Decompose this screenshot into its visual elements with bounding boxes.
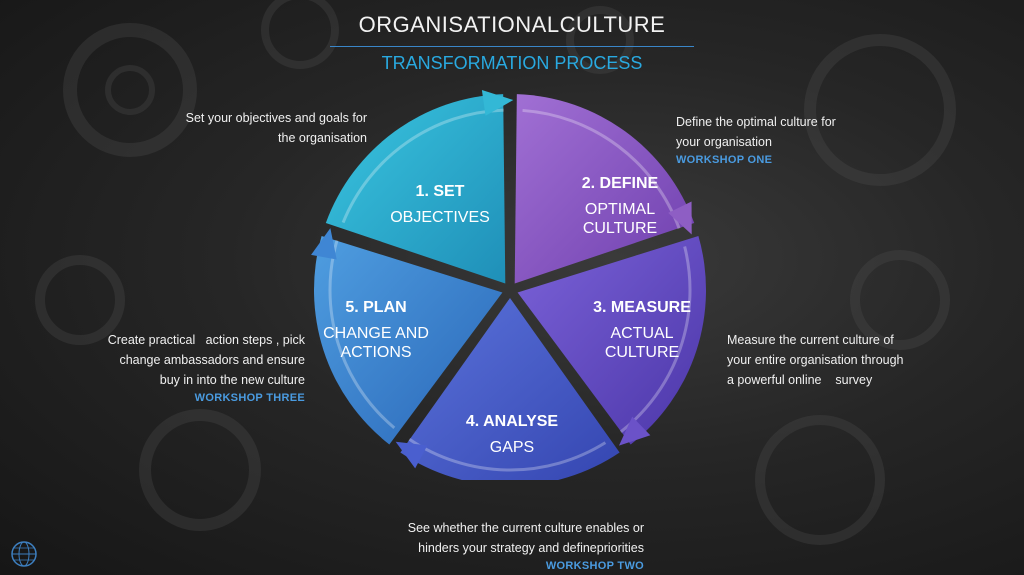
page-subtitle: TRANSFORMATION PROCESS — [381, 53, 643, 73]
note-measure-culture: Measure the current culture of your enti… — [727, 330, 904, 390]
note-line: Create practical action steps , pick — [107, 333, 305, 347]
step-description: GAPS — [490, 439, 534, 456]
note-line: hinders your strategy and defineprioriti… — [418, 541, 644, 555]
cycle-diagram: 1. SET OBJECTIVES 2. DEFINE OPTIMAL CULTURE 3… — [311, 89, 706, 480]
step-description: CULTURE — [605, 344, 679, 361]
cycle-arrow-arc — [408, 437, 607, 472]
step-title: 1. SET — [416, 183, 465, 200]
cycle-arrow-head — [311, 228, 337, 260]
step-description: CULTURE — [583, 220, 657, 237]
note-line: change ambassadors and ensure — [119, 353, 305, 367]
note-line: buy in into the new culture — [159, 373, 305, 387]
cycle-arrow-arc — [341, 108, 504, 224]
cycle-arrow-arc — [522, 108, 681, 229]
note-line: a powerful online survey — [727, 373, 873, 387]
note-define-culture: Define the optimal culture for your orga… — [676, 112, 836, 168]
workshop-label: WORKSHOP THREE — [194, 392, 305, 404]
note-plan-actions: Create practical action steps , pick cha… — [108, 330, 305, 406]
cycle-arrow-head — [481, 89, 514, 116]
globe-logo-icon — [11, 541, 37, 567]
cycle-segment-4 — [400, 298, 620, 480]
note-line: Measure the current culture of — [727, 333, 894, 347]
note-line: Set your objectives and goals for — [185, 111, 367, 125]
note-line: your organisation — [676, 135, 772, 149]
step-description: CHANGE AND — [323, 325, 429, 342]
note-set-objectives: Set your objectives and goals for the or… — [186, 108, 367, 148]
step-title: 3. MEASURE — [593, 299, 691, 316]
workshop-label: WORKSHOP TWO — [545, 560, 644, 572]
note-line: See whether the current culture enables … — [407, 521, 644, 535]
title-divider — [330, 46, 694, 47]
step-title: 5. PLAN — [345, 299, 406, 316]
step-title: 2. DEFINE — [582, 175, 659, 192]
note-analyse-gaps: See whether the current culture enables … — [404, 518, 644, 574]
note-line: the organisation — [278, 131, 367, 145]
cycle-segment-1 — [325, 94, 506, 284]
cycle-arrow-arc — [619, 246, 692, 434]
cycle-segment-5 — [314, 235, 503, 445]
step-description: OBJECTIVES — [390, 209, 490, 226]
step-description: OPTIMAL — [585, 201, 655, 218]
step-description: ACTUAL — [610, 325, 673, 342]
page-title: ORGANISATIONALCULTURE — [358, 12, 666, 37]
cycle-segment-2 — [514, 94, 695, 284]
note-line: Define the optimal culture for — [676, 115, 836, 129]
cycle-segment-3 — [517, 235, 706, 445]
note-line: your entire organisation through — [727, 353, 904, 367]
step-title: 4. ANALYSE — [466, 413, 559, 430]
workshop-label: WORKSHOP ONE — [676, 154, 773, 166]
step-description: ACTIONS — [340, 344, 411, 361]
cycle-arrow-head — [618, 416, 651, 446]
cycle-arrow-head — [395, 441, 428, 469]
cycle-arrow-arc — [328, 239, 396, 430]
cycle-arrow-head — [668, 201, 692, 235]
